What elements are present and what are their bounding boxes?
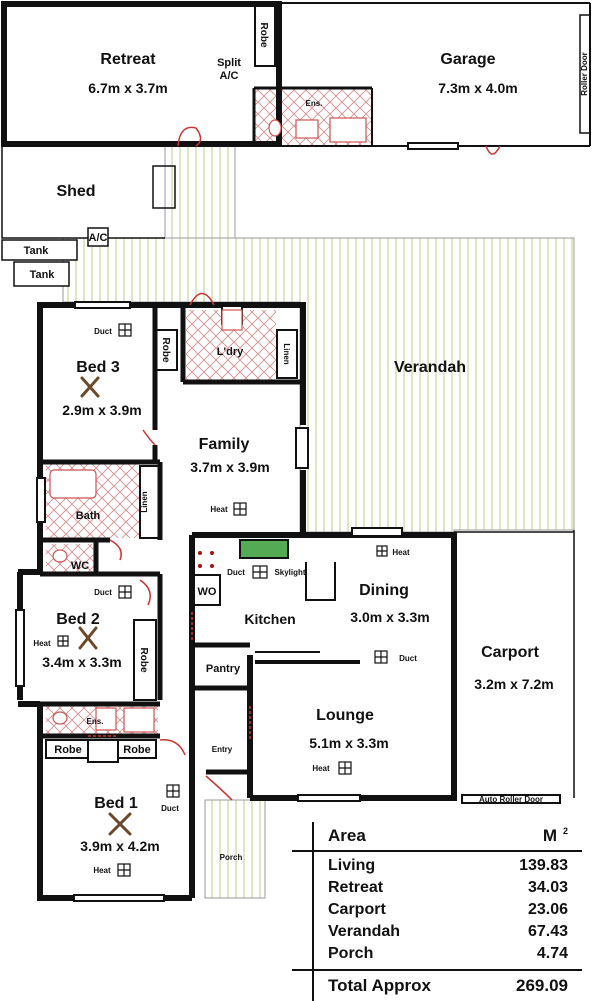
bed2-size: 3.4m x 3.3m [42, 654, 121, 670]
laundry-label: L'dry [217, 346, 244, 358]
porch-label: Porch [220, 853, 243, 862]
family-size: 3.7m x 3.9m [190, 459, 269, 475]
bed1-robe-left-label: Robe [54, 744, 82, 756]
area-header-label: Area [328, 826, 366, 845]
wc-label: WC [71, 560, 89, 572]
door-swings [88, 126, 501, 801]
split-ac-label: Split [217, 57, 241, 69]
bed1-size: 3.9m x 4.2m [80, 838, 159, 854]
area-total-value: 269.09 [516, 976, 568, 995]
bed1-duct-label: Duct [161, 804, 179, 813]
lounge-size: 5.1m x 3.3m [309, 735, 388, 751]
area-table-rule [292, 850, 582, 852]
family-heat-label: Heat [210, 505, 228, 514]
retreat-size: 6.7m x 3.7m [88, 80, 167, 96]
pantry-label: Pantry [206, 663, 241, 675]
light-internal-walls [15, 142, 561, 902]
ceiling-fan-icons [78, 376, 132, 836]
sanitary-fixtures [49, 117, 367, 733]
kitchen-label: Kitchen [244, 611, 295, 627]
bed1-label: Bed 1 [94, 795, 138, 812]
dining-heat-label: Heat [392, 548, 410, 557]
retreat-robe-label: Robe [258, 23, 269, 48]
ensuite-label-lower: Ens. [87, 717, 104, 726]
laundry-linen-label: Linen [282, 343, 291, 364]
retreat-label: Retreat [100, 51, 156, 68]
bed2-robe-label: Robe [138, 648, 149, 673]
bed2-duct-label: Duct [94, 588, 112, 597]
bed2-heat-label: Heat [33, 639, 51, 648]
carport-outline [454, 530, 575, 798]
bed2-label: Bed 2 [56, 611, 100, 628]
carport-size: 3.2m x 7.2m [474, 676, 553, 692]
auto-roller-door-label: Auto Roller Door [479, 795, 543, 804]
tank-label-2: Tank [30, 269, 56, 281]
garage-size: 7.3m x 4.0m [438, 80, 517, 96]
ensuite-label-upper: Ens. [306, 99, 323, 108]
area-table-divider [312, 822, 314, 1001]
ac-unit-label: A/C [89, 232, 108, 244]
shed-walls [1, 145, 176, 287]
garage-label: Garage [440, 51, 495, 68]
vent-icons [57, 323, 388, 877]
bed3-duct-label: Duct [94, 327, 112, 336]
area-total-label: Total Approx [328, 976, 431, 995]
wo-label: WO [198, 586, 217, 598]
lounge-label: Lounge [316, 707, 374, 724]
split-ac-label-2: A/C [220, 70, 239, 82]
verandah-deck [62, 145, 575, 533]
tank-label-1: Tank [24, 245, 50, 257]
dining-label: Dining [359, 582, 409, 599]
lounge-heat-label: Heat [312, 764, 330, 773]
area-table-rule [292, 969, 582, 971]
bed1-heat-label: Heat [93, 866, 111, 875]
entry-label: Entry [212, 745, 233, 754]
bed1-robe-right-label: Robe [123, 744, 151, 756]
bath-linen-label: Linen [140, 491, 149, 512]
cooktop-icon [196, 548, 218, 572]
kitchen-duct-label: Duct [227, 568, 245, 577]
bath-label: Bath [76, 510, 101, 522]
roller-door-label: Roller Door [580, 52, 589, 96]
area-total-row: Total Approx 269.09 [292, 971, 582, 1001]
shed-label: Shed [56, 183, 95, 200]
skylight-label: Skylight [274, 568, 305, 577]
dining-duct-label: Duct [399, 654, 417, 663]
dining-size: 3.0m x 3.3m [350, 609, 429, 625]
porch-deck [204, 799, 266, 899]
carport-label: Carport [481, 644, 539, 661]
family-label: Family [199, 436, 250, 453]
bed3-robe-label: Robe [160, 338, 171, 363]
bed3-label: Bed 3 [76, 359, 120, 376]
bed3-size: 2.9m x 3.9m [62, 402, 141, 418]
verandah-label: Verandah [394, 359, 466, 376]
